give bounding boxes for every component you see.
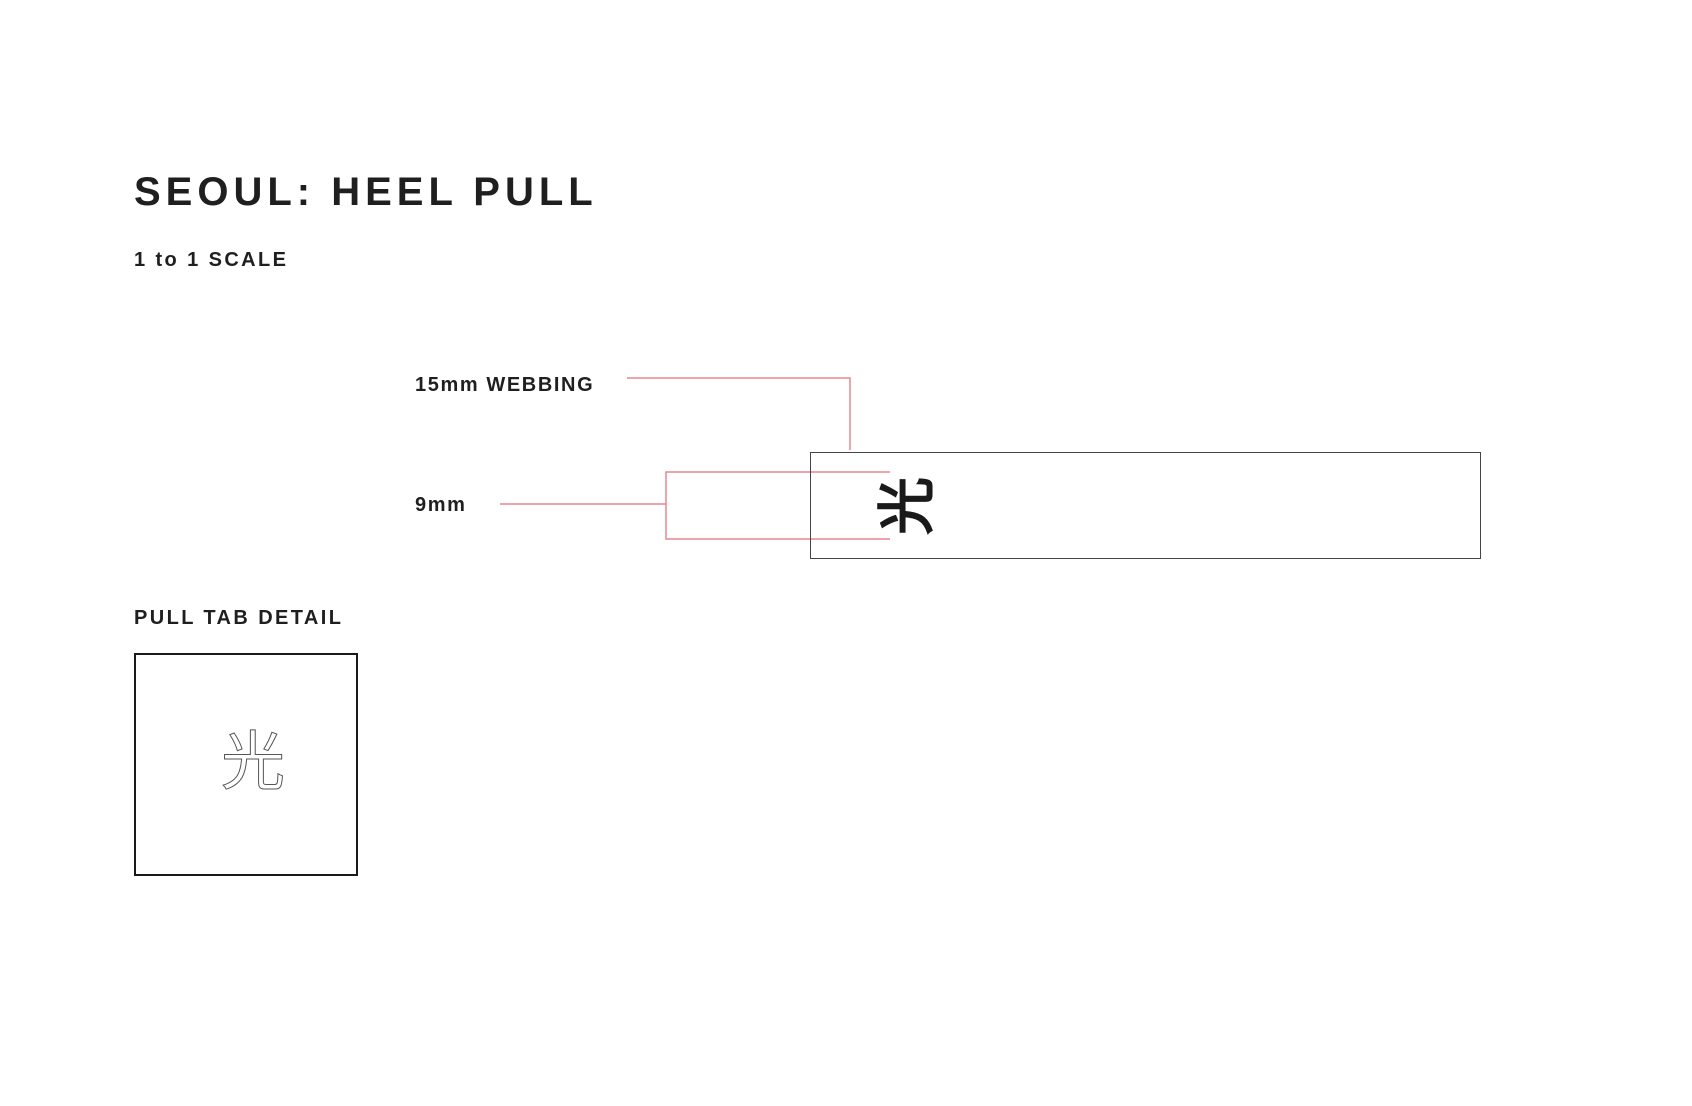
- height-callout-label: 9mm: [415, 494, 467, 516]
- scale-subtitle: 1 to 1 SCALE: [134, 249, 289, 271]
- strip-character-mark: 光: [873, 477, 941, 536]
- detail-heading: PULL TAB DETAIL: [134, 607, 344, 629]
- webbing-strip: [810, 452, 1481, 559]
- pull-tab-detail-box: [134, 653, 358, 876]
- webbing-leader-line: [627, 377, 851, 450]
- page-title: SEOUL: HEEL PULL: [134, 170, 598, 214]
- detail-character-mark: 光: [221, 726, 286, 800]
- webbing-callout-label: 15mm WEBBING: [415, 374, 595, 396]
